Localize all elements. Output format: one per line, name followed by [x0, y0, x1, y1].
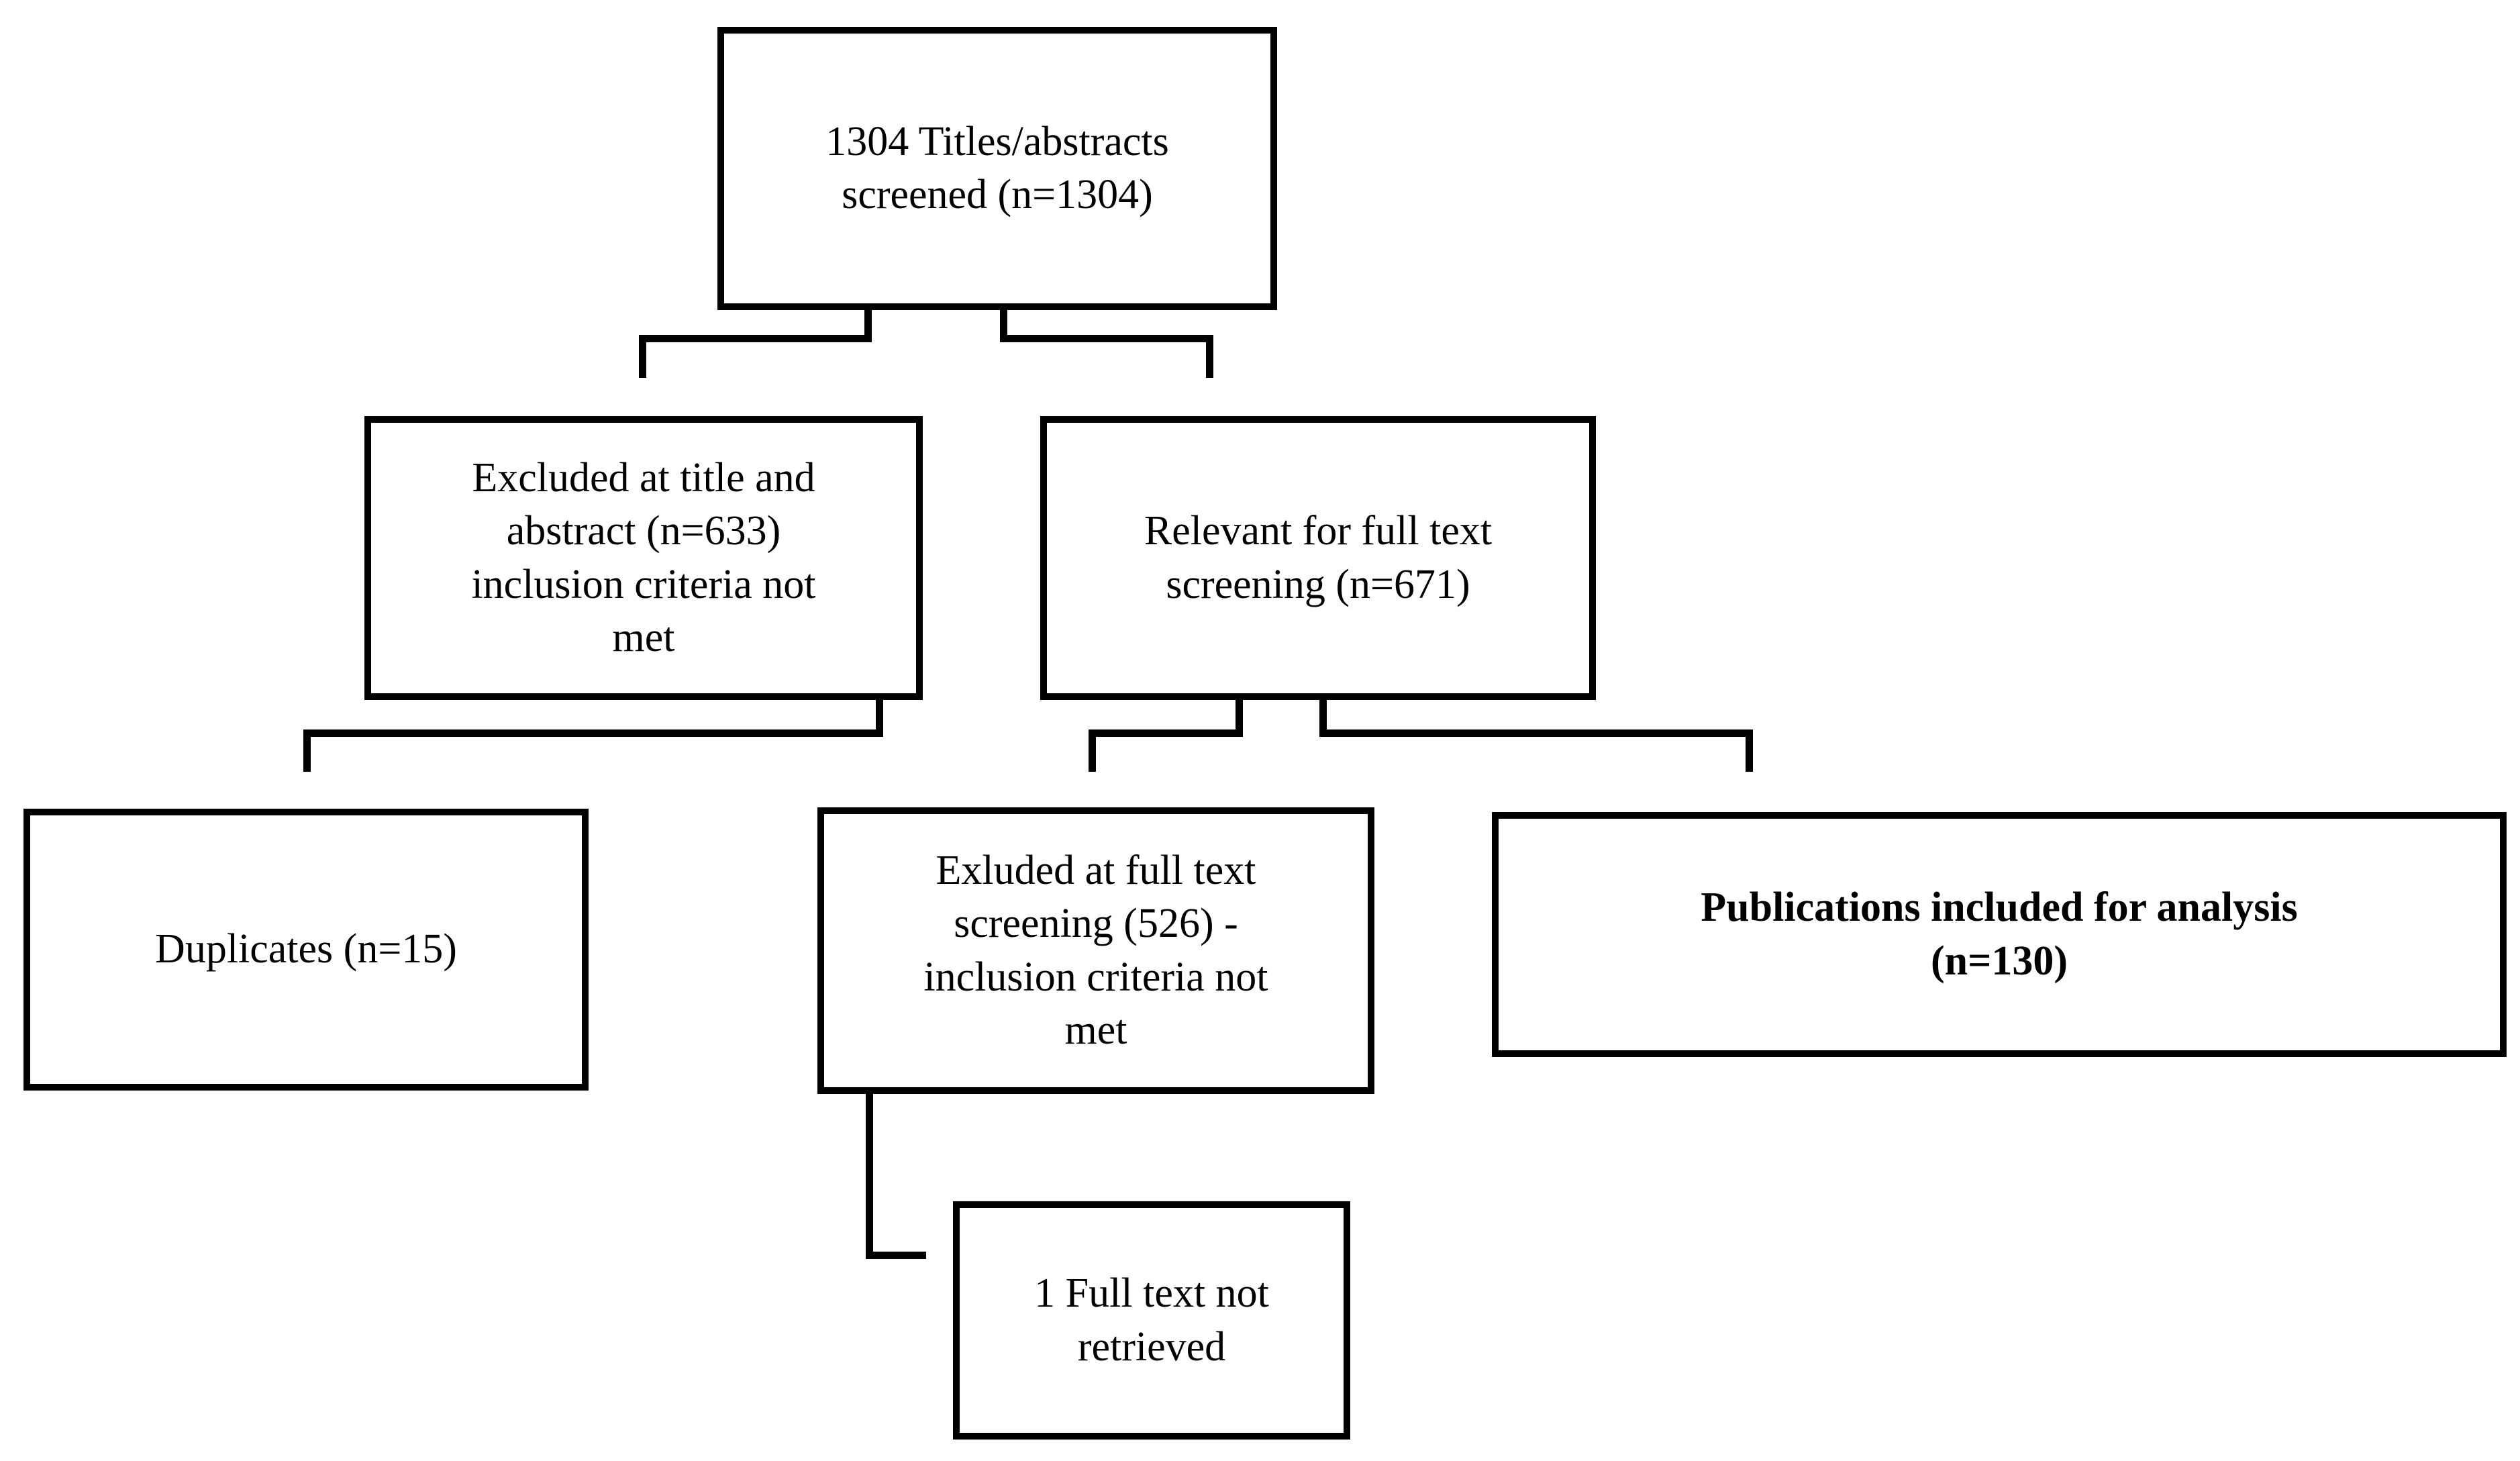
node-excluded-at-full-text-screening[interactable]: Exluded at full text screening (526) - i…: [817, 807, 1374, 1094]
node-relevant-for-full-text-screening[interactable]: Relevant for full text screening (n=671): [1040, 416, 1596, 700]
connector-relevant-to-excluded-full-vertical-drop: [1089, 729, 1096, 772]
node-excluded-at-title-and-abstract-label: Excluded at title and abstract (n=633) i…: [471, 454, 816, 660]
connector-screened-to-excluded-title-vertical-stub: [864, 310, 872, 342]
node-publications-included-for-analysis-label: Publications included for analysis (n=13…: [1701, 885, 2298, 984]
connector-relevant-to-included-vertical-drop: [1746, 729, 1753, 772]
node-titles-abstracts-screened-label: 1304 Titles/abstracts screened (n=1304): [825, 118, 1169, 217]
connector-relevant-to-included-vertical-stub: [1319, 700, 1327, 735]
connector-relevant-to-excluded-full-horizontal: [1089, 729, 1243, 737]
connector-screened-to-excluded-title-horizontal: [639, 335, 872, 342]
node-relevant-for-full-text-screening-label: Relevant for full text screening (n=671): [1144, 508, 1493, 607]
connector-screened-to-relevant-horizontal: [1000, 335, 1213, 342]
node-excluded-at-full-text-screening-label: Exluded at full text screening (526) - i…: [923, 847, 1268, 1053]
node-titles-abstracts-screened[interactable]: 1304 Titles/abstracts screened (n=1304): [717, 27, 1277, 310]
connector-excluded-title-to-duplicates-horizontal: [303, 729, 883, 737]
connector-screened-to-relevant-vertical-stub: [1000, 310, 1007, 342]
connector-relevant-to-included-horizontal: [1319, 729, 1753, 737]
node-full-text-not-retrieved-label: 1 Full text not retrieved: [1034, 1270, 1269, 1370]
connector-excluded-title-to-duplicates-vertical-stub: [876, 700, 883, 735]
connector-screened-to-excluded-title-vertical-drop: [639, 335, 646, 378]
connector-relevant-to-excluded-full-vertical-stub: [1236, 700, 1243, 735]
connector-screened-to-relevant-vertical-drop: [1206, 335, 1213, 378]
connector-excluded-title-to-duplicates-vertical-drop: [303, 729, 311, 772]
node-publications-included-for-analysis[interactable]: Publications included for analysis (n=13…: [1492, 812, 2507, 1057]
node-duplicates-label: Duplicates (n=15): [155, 926, 457, 972]
node-excluded-at-title-and-abstract[interactable]: Excluded at title and abstract (n=633) i…: [364, 416, 923, 700]
connector-excluded-full-to-not-retrieved-vertical: [866, 1094, 873, 1259]
connector-excluded-full-to-not-retrieved-horizontal: [866, 1252, 926, 1259]
node-duplicates[interactable]: Duplicates (n=15): [23, 809, 589, 1091]
node-full-text-not-retrieved[interactable]: 1 Full text not retrieved: [953, 1201, 1350, 1440]
